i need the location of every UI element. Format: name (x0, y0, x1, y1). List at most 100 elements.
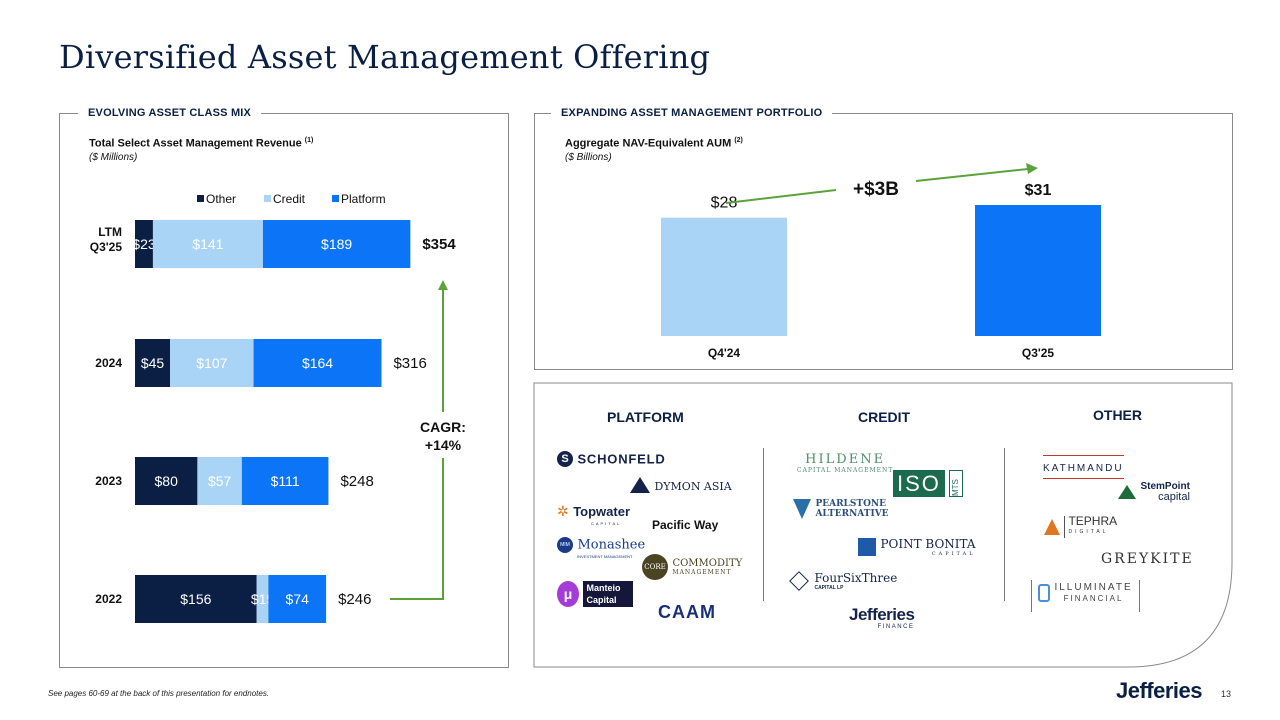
aum-panel (534, 113, 1233, 370)
kathmandu-text: KATHMANDU (1043, 463, 1124, 474)
core-commodity-text: COMMODITY (672, 558, 743, 569)
illuminate-text-block: ILLUMINATE FINANCIAL (1054, 582, 1132, 604)
asset-class-mix-panel (59, 113, 509, 668)
aum-category-label: Q4'24 (708, 346, 741, 360)
hildene-text: HILDENE (805, 452, 886, 467)
point-bonita-text-block: POINT BONITA CAPITAL (880, 537, 975, 557)
bar-segment-other (135, 339, 171, 387)
point-bonita-text: POINT BONITA (880, 537, 976, 551)
growth-arrow-line-left (725, 189, 837, 204)
tephra-text: TEPHRA (1068, 514, 1118, 528)
bar-segment-other (135, 457, 198, 505)
foursixthree-text-block: FourSixThree CAPITAL LP (814, 571, 897, 591)
segment-value-label: $156 (180, 591, 211, 607)
aum-chart-subtitle-text: Aggregate NAV-Equivalent AUM (565, 137, 732, 150)
bar-segment-credit (152, 220, 263, 268)
segment-value-label: $45 (141, 355, 165, 371)
legend-swatch-credit (264, 195, 271, 202)
asset-class-mix-label: EVOLVING ASSET CLASS MIX (78, 107, 262, 119)
revenue-chart-note: (1) (304, 137, 314, 144)
hildene-logo: HILDENE CAPITAL MANAGEMENT (797, 452, 893, 474)
bar-segment-platform (253, 339, 382, 387)
segment-value-label: $107 (196, 355, 227, 371)
stempoint-text-block: StemPoint capital (1140, 481, 1190, 503)
pearlstone-text: PEARLSTONE (815, 499, 886, 509)
aum-chart-note: (2) (734, 137, 743, 144)
aum-bar (661, 217, 787, 336)
topwater-sub: CAPITAL (591, 521, 622, 526)
segment-value-label: $111 (271, 473, 300, 489)
growth-arrow-line-right (915, 168, 1029, 182)
segment-value-label: $23 (132, 236, 156, 252)
foursixthree-mark-icon (789, 571, 809, 591)
growth-arrow-head (1026, 163, 1038, 174)
segment-value-label: $141 (192, 236, 223, 252)
aum-panel-label: EXPANDING ASSET MANAGEMENT PORTFOLIO (551, 107, 833, 119)
other-heading: OTHER (1093, 407, 1142, 423)
total-value-label: $248 (340, 473, 373, 490)
segment-value-label: $80 (155, 473, 179, 489)
dymon-asia-logo: DYMON ASIA (630, 475, 732, 493)
greykite-logo: GREYKITE (1101, 551, 1194, 567)
legend-label-platform: Platform (341, 192, 386, 206)
point-bonita-logo: POINT BONITA CAPITAL (858, 537, 976, 557)
revenue-chart-unit: ($ Millions) (89, 152, 138, 163)
category-label: LTM (98, 225, 122, 239)
manteio-mark-icon: μ (557, 581, 579, 607)
iso-text: ISO (893, 470, 945, 497)
aum-chart-unit: ($ Billions) (565, 152, 612, 163)
core-commodity-logo: CORE COMMODITY MANAGEMENT (642, 554, 742, 580)
illuminate-sub: FINANCIAL (1063, 594, 1124, 603)
jefferies-finance-text: Jefferies (849, 605, 915, 624)
segment-value-label: $74 (286, 591, 310, 607)
bar-segment-credit (170, 339, 254, 387)
schonfeld-text: SCHONFELD (577, 451, 666, 467)
schonfeld-logo: S SCHONFELD (557, 450, 666, 468)
portfolio-divider-2 (1004, 448, 1005, 601)
portfolio-divider-1 (763, 448, 764, 601)
tephra-mark-icon (1044, 519, 1060, 535)
core-management-text: MANAGEMENT (672, 569, 732, 576)
topwater-mark-icon: ✲ (557, 503, 569, 519)
monashee-logo: MIM Monashee INVESTMENT MANAGEMENT (557, 536, 645, 559)
illuminate-text: ILLUMINATE (1054, 582, 1133, 593)
cagr-label-background (415, 412, 471, 458)
pearlstone-logo: PEARLSTONE ALTERNATIVE (793, 499, 889, 519)
bar-segment-credit (197, 457, 242, 505)
segment-value-label: $189 (321, 236, 352, 252)
topwater-logo: ✲ Topwater CAPITAL (557, 503, 630, 526)
total-value-label: $246 (338, 591, 371, 608)
aum-value-label: $31 (1025, 182, 1052, 199)
bar-segment-other (135, 220, 153, 268)
foursixthree-logo: FourSixThree CAPITAL LP (789, 571, 897, 591)
mts-text: MTS (949, 470, 964, 497)
category-label: 2024 (95, 356, 122, 370)
aum-bar (975, 205, 1101, 336)
illuminate-mark-icon (1038, 584, 1050, 602)
jefferies-finance-sub: FINANCE (877, 624, 915, 630)
caam-text: CAAM (658, 602, 716, 622)
bar-segment-platform (268, 575, 327, 623)
page-title: Diversified Asset Management Offering (59, 38, 711, 76)
page-number: 13 (1221, 689, 1232, 699)
jefferies-brand-logo: Jefferies (1116, 678, 1203, 703)
cagr-arrow-head (438, 280, 448, 290)
dymon-asia-text: DYMON ASIA (654, 480, 732, 493)
tephra-sub: DIGITAL (1068, 529, 1109, 535)
pearlstone-text-block: PEARLSTONE ALTERNATIVE (815, 499, 888, 519)
category-label: 2022 (95, 592, 122, 606)
pacific-way-logo: Pacific Way (652, 518, 719, 532)
kathmandu-logo: KATHMANDU (1043, 455, 1124, 479)
foursixthree-text: FourSixThree (814, 571, 898, 585)
manteio-logo: μ Manteio Capital (557, 581, 634, 607)
topwater-text: Topwater (573, 504, 631, 519)
stempoint-text: StemPoint (1140, 481, 1190, 492)
revenue-chart-subtitle: Total Select Asset Management Revenue (1… (89, 137, 313, 150)
category-label: 2023 (95, 474, 122, 488)
core-text-block: COMMODITY MANAGEMENT (672, 558, 742, 576)
monashee-mark-icon: MIM (557, 536, 573, 553)
point-bonita-mark-icon (858, 538, 876, 556)
legend-label-credit: Credit (273, 192, 306, 206)
